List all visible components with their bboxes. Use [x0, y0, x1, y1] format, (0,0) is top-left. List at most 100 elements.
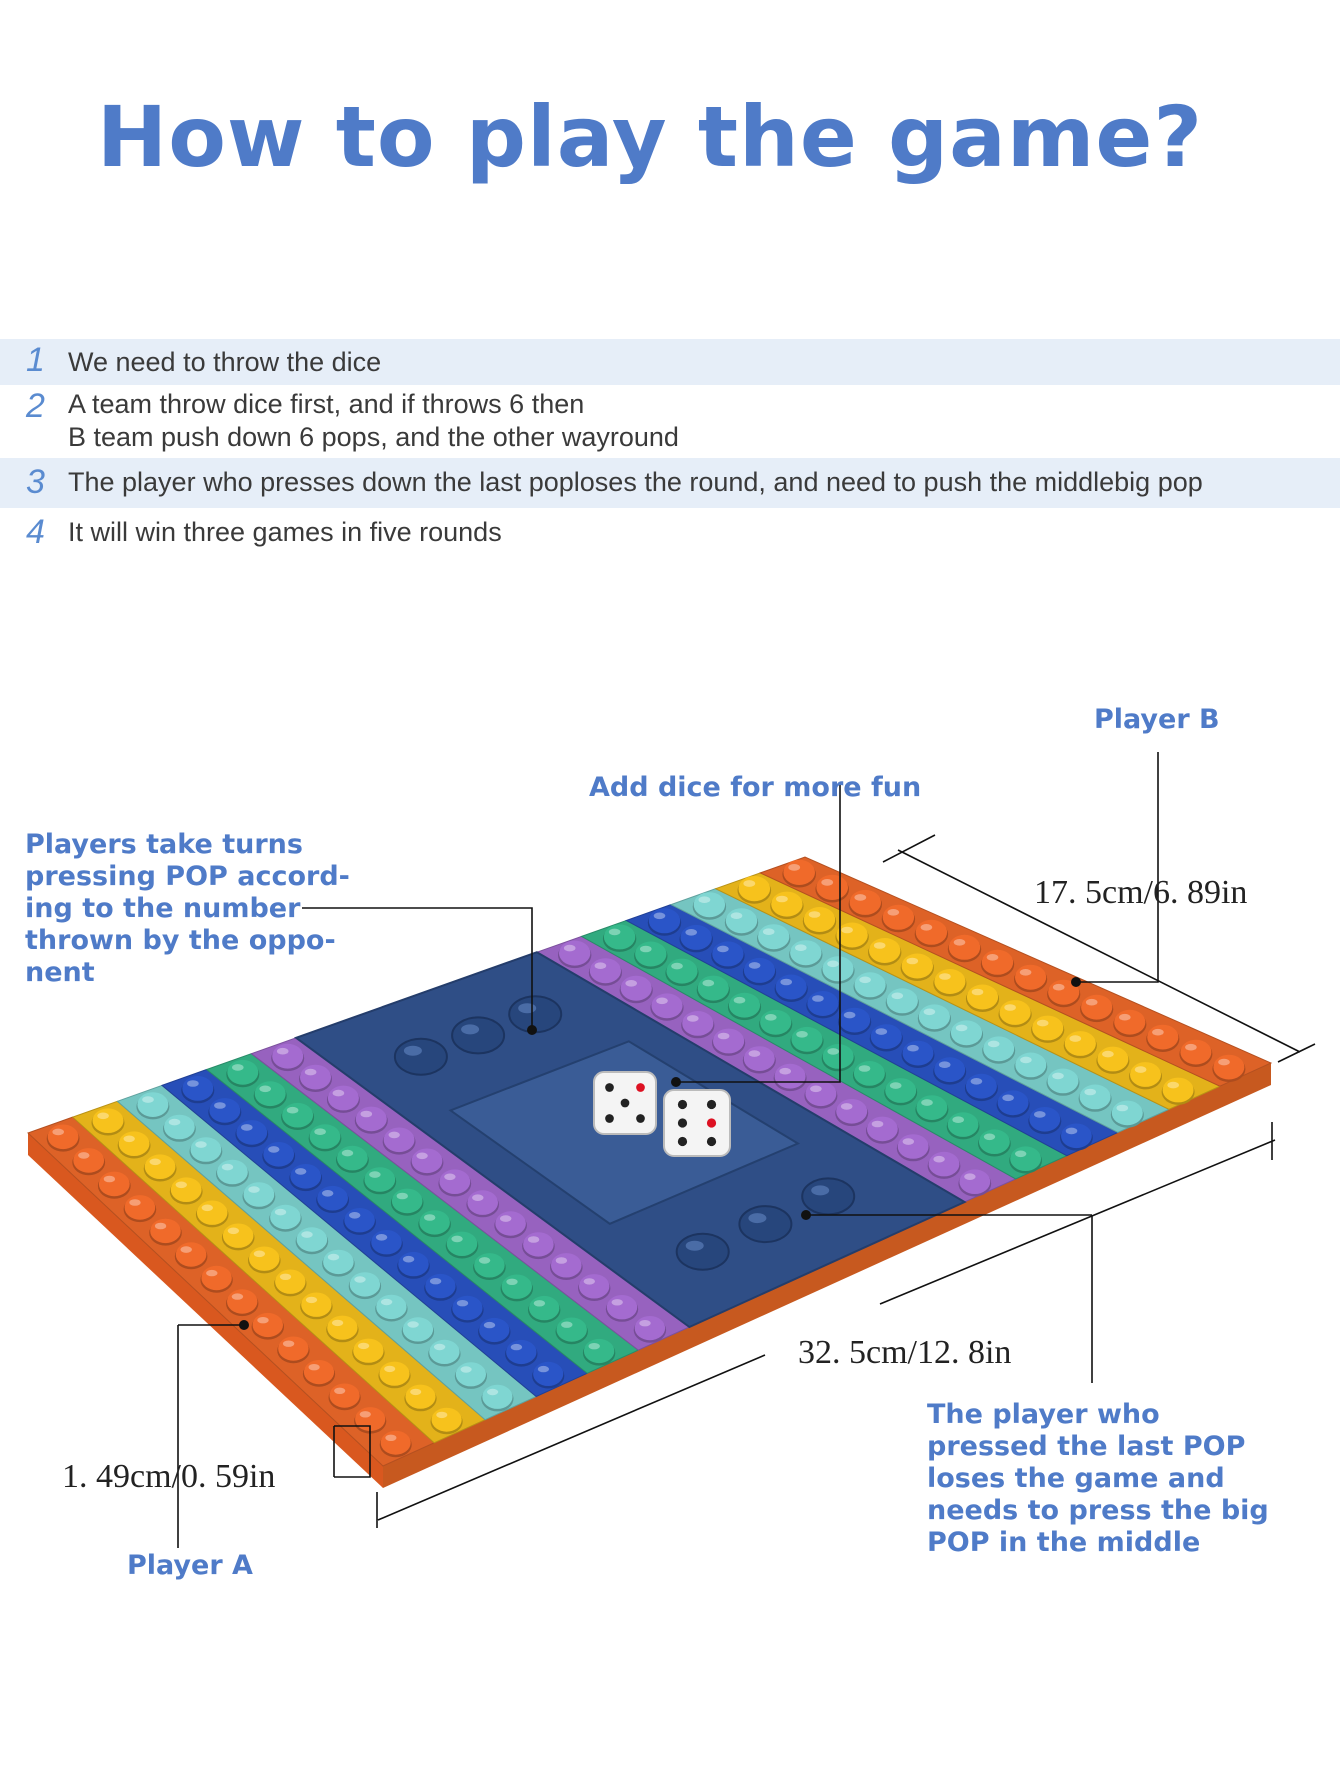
- pop-bubble: [523, 1232, 554, 1257]
- pop-highlight: [301, 1231, 313, 1238]
- pop-bubble: [92, 1108, 124, 1133]
- pop-bubble: [1130, 1062, 1161, 1087]
- pop-highlight: [743, 880, 756, 887]
- pop-highlight: [796, 1031, 808, 1038]
- pop-highlight: [187, 1080, 199, 1087]
- pop-highlight: [827, 960, 839, 968]
- pop-highlight: [1084, 1088, 1096, 1096]
- pop-highlight: [685, 1240, 704, 1251]
- pop-bubble: [551, 1253, 582, 1278]
- pop-bubble: [760, 1009, 792, 1035]
- pop-bubble: [47, 1124, 79, 1150]
- die-pip: [605, 1083, 614, 1092]
- pop-highlight: [698, 896, 711, 903]
- callout-line: pressing POP accord-: [25, 861, 350, 892]
- pop-highlight: [987, 1040, 1000, 1048]
- callout-line: The player who: [927, 1399, 1160, 1430]
- pop-highlight: [608, 928, 621, 936]
- die-pip: [706, 1099, 717, 1110]
- pop-highlight: [327, 1253, 340, 1261]
- pop-highlight: [1004, 1004, 1016, 1011]
- pop-highlight: [195, 1141, 207, 1148]
- pop-bubble: [270, 1204, 301, 1230]
- pop-bubble: [327, 1315, 358, 1340]
- pop-highlight: [129, 1199, 141, 1206]
- pop-highlight: [1019, 969, 1032, 976]
- pop-bubble: [303, 1360, 335, 1385]
- pop-highlight: [206, 1269, 218, 1277]
- pop-highlight: [812, 995, 824, 1002]
- step-2: 2 A team throw dice first, and if throws…: [0, 385, 1340, 457]
- pop-bubble: [349, 1272, 381, 1297]
- pop-highlight: [1218, 1058, 1230, 1066]
- pop-bubble: [901, 953, 933, 979]
- pop-highlight: [955, 1024, 968, 1032]
- pop-bubble: [506, 1339, 537, 1365]
- pop-highlight: [1069, 1035, 1082, 1042]
- pop-bubble: [248, 1246, 280, 1271]
- pop-highlight: [1036, 1019, 1049, 1027]
- step-text: B team push down 6 pops, and the other w…: [68, 422, 679, 452]
- pop-bubble: [323, 1249, 354, 1275]
- pop-highlight: [748, 962, 761, 969]
- pop-highlight: [416, 1152, 428, 1160]
- pop-highlight: [671, 962, 683, 970]
- pop-bubble: [556, 1317, 587, 1342]
- pop-bubble: [201, 1265, 232, 1291]
- pop-bubble: [144, 1154, 176, 1179]
- pop-bubble: [164, 1114, 195, 1140]
- pop-bubble: [807, 991, 839, 1016]
- pop-bubble: [965, 1073, 997, 1099]
- pop-highlight: [1085, 998, 1098, 1006]
- pop-bubble: [479, 1317, 510, 1343]
- pop-highlight: [369, 1171, 381, 1178]
- pop-bubble: [380, 1430, 411, 1455]
- pop-highlight: [594, 962, 607, 969]
- pop-highlight: [1119, 1013, 1131, 1021]
- pop-bubble: [791, 1026, 823, 1052]
- pop-bubble: [805, 1081, 837, 1107]
- pop-highlight: [424, 1214, 436, 1221]
- pop-bubble: [870, 1024, 902, 1049]
- pop-highlight: [308, 1364, 320, 1371]
- pop-highlight: [357, 1342, 370, 1350]
- pop-bubble: [327, 1085, 359, 1111]
- pop-highlight: [765, 1014, 777, 1021]
- pop-bubble: [222, 1223, 254, 1248]
- pop-highlight: [444, 1173, 456, 1181]
- die-pip: [677, 1136, 688, 1147]
- pop-bubble: [849, 889, 881, 915]
- pop-highlight: [717, 1032, 730, 1040]
- pop-highlight: [906, 957, 919, 965]
- pop-highlight: [808, 911, 821, 918]
- pop-bubble: [317, 1185, 348, 1211]
- pop-highlight: [625, 980, 637, 987]
- pop-bubble: [680, 924, 712, 950]
- pop-highlight: [1167, 1081, 1179, 1089]
- pop-highlight: [821, 879, 834, 886]
- pop-highlight: [78, 1152, 90, 1159]
- dice-leader-line: [676, 783, 841, 1083]
- pop-bubble: [603, 924, 636, 950]
- pop-highlight: [939, 973, 951, 980]
- pop-highlight: [103, 1175, 116, 1183]
- pop-highlight: [953, 939, 966, 946]
- pop-bubble: [620, 975, 652, 1001]
- pop-highlight: [487, 1388, 499, 1396]
- pop-highlight: [964, 1173, 976, 1180]
- pop-bubble: [227, 1289, 258, 1314]
- die-pip: [605, 1114, 614, 1123]
- pop-bubble: [635, 941, 667, 967]
- pop-bubble: [959, 1169, 991, 1194]
- pop-bubble: [383, 1127, 415, 1153]
- pop-bubble: [467, 1190, 499, 1215]
- pop-highlight: [889, 1082, 902, 1089]
- player-b-label: Player B: [1094, 704, 1220, 735]
- player-a-label: Player A: [127, 1550, 253, 1581]
- pop-bubble: [405, 1384, 436, 1409]
- add-dice-label: Add dice for more fun: [589, 772, 922, 803]
- pop-bubble: [137, 1092, 169, 1117]
- pop-highlight: [875, 1028, 888, 1035]
- pop-highlight: [970, 1078, 983, 1085]
- pop-bubble: [728, 992, 761, 1018]
